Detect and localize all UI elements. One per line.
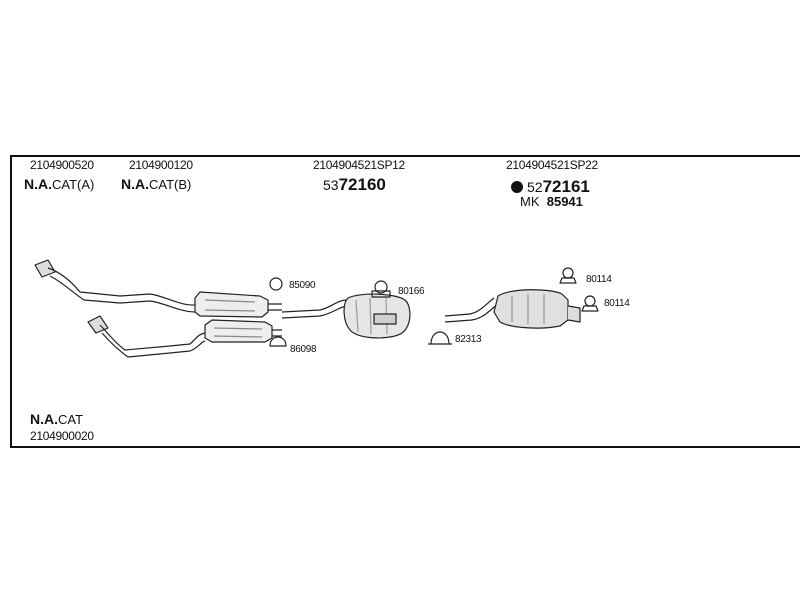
col3-code: 2104904521SP12 (313, 158, 405, 172)
bottom-code: 2104900020 (30, 429, 94, 443)
col4-part-number: 5272161 (511, 177, 590, 197)
frame-top-line (10, 155, 800, 157)
front-muffler-drawing (281, 293, 411, 339)
clamp-86098-drawing (269, 336, 287, 347)
catalyst-b-pipe-drawing (87, 315, 282, 358)
hanger-80166-drawing (371, 280, 391, 298)
ref-80166: 80166 (398, 286, 425, 297)
clamp-82313-drawing (428, 331, 452, 345)
ref-82313: 82313 (455, 334, 482, 345)
col3-part-number: 5372160 (323, 175, 386, 194)
ref-86098: 86098 (290, 344, 317, 355)
ref-80114-upper: 80114 (586, 274, 612, 285)
ring-85090-drawing (269, 277, 283, 291)
col4-mk-kit: MK 85941 (520, 194, 583, 209)
col2-label: N.A.CAT(B) (121, 176, 192, 192)
bullet-icon (511, 181, 523, 193)
catalyst-a-pipe-drawing (34, 259, 282, 318)
hanger-80114-lower-drawing (581, 295, 599, 312)
col1-code: 2104900520 (30, 158, 94, 172)
frame-bottom-line (10, 446, 800, 448)
rear-muffler-drawing (444, 289, 581, 329)
frame-left-line (10, 155, 12, 447)
col2-code: 2104900120 (129, 158, 193, 172)
ref-80114-lower: 80114 (604, 298, 630, 309)
col4-code: 2104904521SP22 (506, 158, 598, 172)
bottom-label: N.A.CAT (30, 411, 84, 427)
ref-85090: 85090 (289, 280, 316, 291)
col1-label: N.A.CAT(A) (24, 176, 95, 192)
hanger-80114-upper-drawing (559, 267, 577, 284)
